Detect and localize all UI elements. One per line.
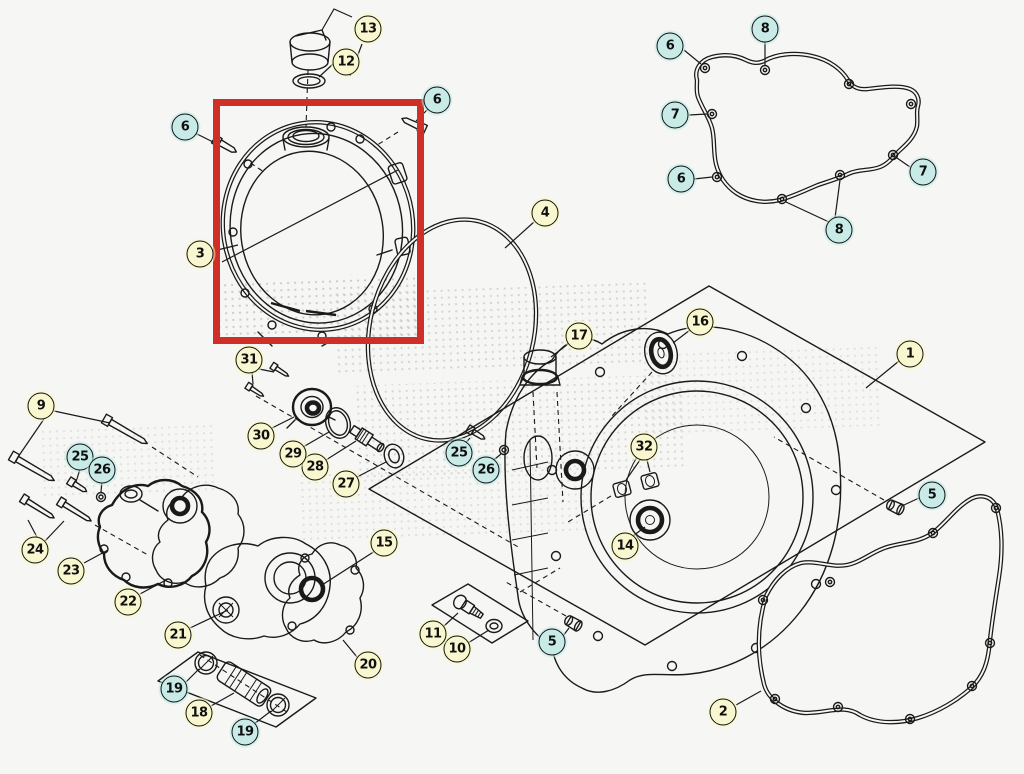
- callout-part-21: 21: [164, 621, 192, 649]
- callout-part-31: 31: [235, 346, 263, 374]
- gasket-bottom-right: [735, 494, 1004, 725]
- screw-31-a: [269, 361, 290, 377]
- callout-part-13: 13: [354, 15, 382, 43]
- callout-part-17: 17: [565, 322, 593, 350]
- inner-cover-21: [189, 536, 376, 640]
- callout-part-23: 23: [57, 557, 85, 585]
- callout-part-19: 19: [231, 718, 259, 746]
- callout-part-25: 25: [445, 439, 473, 467]
- callout-part-6: 6: [656, 32, 684, 60]
- callout-part-10: 10: [443, 635, 471, 663]
- callout-part-30: 30: [247, 422, 275, 450]
- pump-shaft-assembly: [244, 361, 521, 549]
- bolt-25-center: [464, 424, 486, 440]
- callout-part-2: 2: [709, 698, 737, 726]
- callout-part-7: 7: [661, 101, 689, 129]
- callout-part-19: 19: [160, 675, 188, 703]
- callout-part-8: 8: [825, 216, 853, 244]
- callout-part-14: 14: [611, 532, 639, 560]
- callout-part-27: 27: [332, 470, 360, 498]
- gasket2-holes: [757, 502, 1002, 725]
- callout-part-4: 4: [531, 199, 559, 227]
- callout-part-26: 26: [472, 456, 500, 484]
- callout-part-29: 29: [279, 440, 307, 468]
- pump-gasket-22: [139, 484, 245, 595]
- gasket-top-right: [683, 42, 921, 223]
- screw-31-b: [244, 381, 265, 397]
- sensor-assembly: [431, 567, 561, 644]
- seal-15: [298, 575, 326, 603]
- callout-part-5: 5: [918, 481, 946, 509]
- pump-cover-gasket-20: [281, 542, 365, 658]
- nut-32-b: [640, 472, 660, 490]
- callout-part-6: 6: [171, 113, 199, 141]
- washer-26-left: [95, 491, 107, 503]
- callout-part-16: 16: [686, 308, 714, 336]
- gasket-leaders: [683, 42, 911, 223]
- pump-cover-30: [286, 387, 336, 429]
- gasket-bolt-holes: [699, 62, 917, 205]
- callout-part-6: 6: [423, 86, 451, 114]
- cover-gasket-oval: [365, 217, 539, 443]
- washer-27: [383, 443, 405, 469]
- o-ring-19-a: [194, 651, 218, 675]
- assembly-boundary-1: [368, 285, 986, 646]
- plug-5-bottom: [564, 615, 583, 632]
- callout-part-15: 15: [370, 529, 398, 557]
- callout-part-20: 20: [354, 651, 382, 679]
- o-ring-29: [324, 407, 352, 439]
- callout-part-24: 24: [21, 536, 49, 564]
- callout-part-5: 5: [538, 628, 566, 656]
- seal-14: [629, 499, 671, 541]
- plug-5-right: [885, 499, 905, 516]
- callout-part-18: 18: [185, 699, 213, 727]
- watermark-dots: [38, 272, 882, 542]
- callout-part-11: 11: [419, 620, 447, 648]
- callout-part-3: 3: [186, 240, 214, 268]
- callout-part-6: 6: [667, 165, 695, 193]
- highlight-box: [213, 99, 424, 344]
- impeller-shaft-28: [349, 424, 385, 453]
- o-ring-19-b: [266, 693, 290, 717]
- filler-cap-assembly: [289, 8, 363, 128]
- callout-part-12: 12: [332, 48, 360, 76]
- case-bolt-lugs: [546, 338, 842, 672]
- long-bolts-9: [7, 410, 199, 482]
- callout-part-28: 28: [301, 453, 329, 481]
- callout-part-22: 22: [114, 588, 142, 616]
- callout-part-8: 8: [751, 15, 779, 43]
- callout-part-32: 32: [630, 433, 658, 461]
- callout-part-9: 9: [27, 392, 55, 420]
- callout-part-1: 1: [896, 340, 924, 368]
- nut-32-a: [612, 480, 632, 498]
- clutch-cover: [212, 120, 416, 347]
- callout-part-26: 26: [88, 456, 116, 484]
- bolt-25-left: [65, 476, 88, 493]
- seal-16: [643, 331, 679, 375]
- callout-part-7: 7: [909, 158, 937, 186]
- bolts-24: [18, 493, 149, 556]
- tube-assembly-18: [157, 651, 317, 728]
